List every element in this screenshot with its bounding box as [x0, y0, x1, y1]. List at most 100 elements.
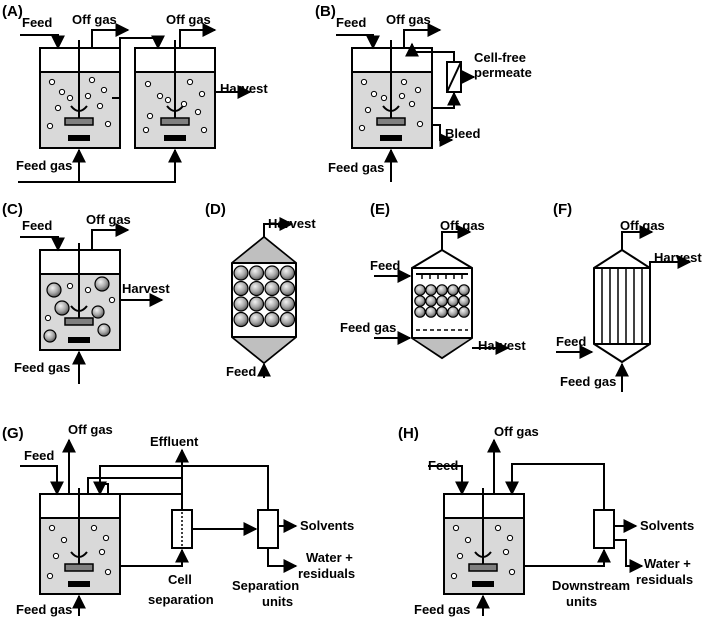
panel-d: (D) Harvest Feed [205, 201, 316, 379]
feed-label: Feed [428, 458, 458, 473]
harvest-label: Harvest [220, 81, 268, 96]
bead [425, 306, 437, 318]
feed-gas-label: Feed gas [328, 160, 384, 175]
harvest-label: Harvest [268, 216, 316, 231]
solvents-label: Solvents [640, 518, 694, 533]
bead [233, 311, 249, 328]
panel-c-label: (C) [2, 201, 23, 218]
panel-g-label: (G) [2, 425, 24, 442]
stirrer-c [64, 243, 94, 343]
bead [447, 295, 459, 307]
hollow-fibers [601, 268, 643, 344]
panel-b-label: (B) [315, 3, 336, 20]
solvents-label: Solvents [300, 518, 354, 533]
separation-label: separation [148, 592, 214, 607]
bead [436, 306, 448, 318]
off-gas-label: Off gas [166, 12, 211, 27]
harvest-label: Harvest [122, 281, 170, 296]
bead [458, 295, 470, 307]
harvest-label: Harvest [478, 338, 526, 353]
bead [425, 295, 437, 307]
panel-g: (G) Feed Off gas Effluent [2, 422, 355, 617]
bead [279, 311, 296, 328]
beads-c [43, 276, 111, 343]
bead [233, 280, 249, 297]
off-gas-label: Off gas [86, 212, 131, 227]
harvest-label: Harvest [654, 250, 702, 265]
stirrer-a2 [160, 40, 190, 141]
panel-h: (H) Feed Off gas Solvents Water + residu… [398, 424, 694, 617]
panel-f-label: (F) [553, 201, 572, 218]
feed-label: Feed [556, 334, 586, 349]
off-gas-label: Off gas [72, 12, 117, 27]
bead [447, 306, 459, 318]
cell-free-label: Cell-free [474, 50, 526, 65]
bead [458, 306, 470, 318]
feed-gas-label: Feed gas [560, 374, 616, 389]
water-label: Water + [644, 556, 691, 571]
bead [233, 265, 249, 281]
panel-b: (B) Feed Off gas Cell-free permeate [315, 3, 532, 182]
residuals-label: residuals [298, 566, 355, 581]
panel-c: (C) Feed Off gas Harvest Feed gas [2, 201, 170, 384]
feed-gas-label: Feed gas [16, 602, 72, 617]
stirrer-g [64, 488, 94, 587]
panel-h-label: (H) [398, 425, 419, 442]
beads-e [414, 284, 470, 318]
bead [248, 311, 265, 328]
units-label: units [566, 594, 597, 609]
feed-label: Feed [24, 448, 54, 463]
effluent-label: Effluent [150, 434, 199, 449]
feed-label: Feed [22, 218, 52, 233]
panel-f: (F) Off gas Harvest Feed Feed gas [553, 201, 702, 392]
feed-label: Feed [370, 258, 400, 273]
cell-label: Cell [168, 572, 192, 587]
bead [436, 284, 448, 296]
beads-d [233, 265, 296, 328]
feed-gas-label: Feed gas [16, 158, 72, 173]
bead [233, 296, 249, 312]
feed-gas-label: Feed gas [414, 602, 470, 617]
bead [264, 265, 280, 281]
bubbles-g [46, 524, 112, 580]
bead [414, 306, 426, 318]
bead [447, 284, 459, 296]
bead [279, 296, 296, 312]
feed-label: Feed [226, 364, 256, 379]
bead [264, 280, 280, 297]
panel-a-label: (A) [2, 3, 23, 20]
residuals-label: residuals [636, 572, 693, 587]
bubbles-a [46, 76, 208, 134]
downstream-label: Downstream [552, 578, 630, 593]
bead [248, 280, 265, 297]
separation-units-label: Separation [232, 578, 299, 593]
bead [279, 280, 296, 297]
separation-units [257, 509, 279, 549]
units-label: units [262, 594, 293, 609]
feed-gas-label: Feed gas [14, 360, 70, 375]
permeate-label: permeate [474, 65, 532, 80]
bead [425, 284, 437, 296]
feed-gas-label: Feed gas [340, 320, 396, 335]
bead [279, 265, 296, 281]
off-gas-label: Off gas [620, 218, 665, 233]
feed-label: Feed [336, 15, 366, 30]
bead [248, 265, 265, 281]
bleed-label: Bleed [445, 126, 480, 141]
bubbles-b [358, 78, 424, 132]
bead [264, 311, 280, 328]
bubbles-h [450, 524, 516, 580]
stirrer-b [376, 40, 406, 141]
bead [414, 284, 426, 296]
bubbles-c [44, 282, 116, 322]
off-gas-label: Off gas [386, 12, 431, 27]
water-label: Water + [306, 550, 353, 565]
panel-e-label: (E) [370, 201, 390, 218]
panel-d-label: (D) [205, 201, 226, 218]
bead [414, 295, 426, 307]
spray-nozzles [421, 274, 463, 279]
stirrer-h [468, 488, 498, 587]
bead [264, 296, 280, 312]
panel-a: (A) [2, 3, 268, 183]
